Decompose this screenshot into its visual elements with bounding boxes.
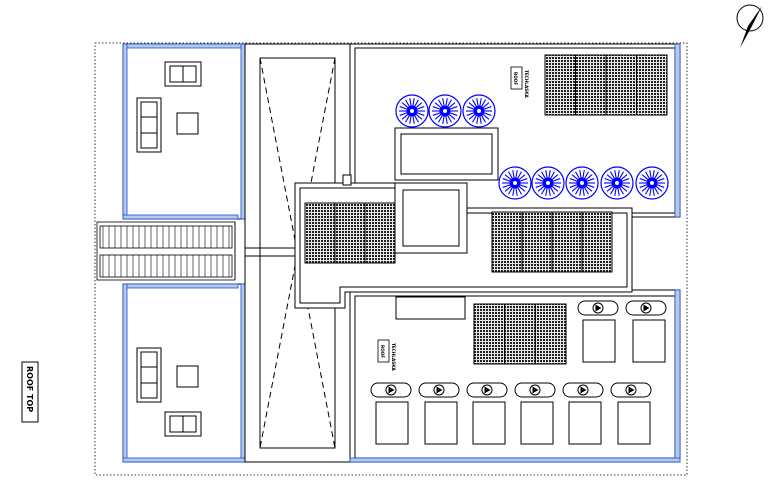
solar-panel-icon xyxy=(364,202,396,264)
exhaust-fan-group xyxy=(395,94,669,200)
sofa-icon xyxy=(164,61,202,87)
room-bottom-left xyxy=(122,283,246,463)
exhaust-fan-icon xyxy=(635,166,669,200)
solar-panel-icon xyxy=(544,54,576,116)
exhaust-fan-icon xyxy=(600,166,634,200)
table-icon xyxy=(176,112,199,135)
solar-panel-icon xyxy=(636,54,668,116)
ac-unit-group xyxy=(370,300,667,445)
sofa-icon xyxy=(136,347,162,403)
slab-label-top-line2: ROOF xyxy=(513,72,518,85)
exhaust-fan-icon xyxy=(428,94,462,128)
ac-unit-icon xyxy=(625,300,667,363)
roof-label-bottom: TECHLASKA ROOF xyxy=(377,339,396,371)
roof-label-top: TECHLASKA ROOF xyxy=(510,66,529,98)
solar-panel-icon xyxy=(504,303,536,365)
staircase xyxy=(96,221,236,281)
slab-label-bottom-line2: ROOF xyxy=(380,345,385,358)
skylight-upper xyxy=(394,127,499,181)
sheet-label: ROOF TOP xyxy=(21,361,39,423)
solar-panel-icon xyxy=(581,211,613,273)
roof-top-label: ROOF TOP xyxy=(25,366,34,412)
ac-unit-icon xyxy=(562,382,604,445)
solar-panel-icon xyxy=(491,211,523,273)
ac-unit-icon xyxy=(466,382,508,445)
solar-panel-icon xyxy=(334,202,366,264)
solar-panel-icon xyxy=(551,211,583,273)
ac-unit-icon xyxy=(418,382,460,445)
ac-unit-icon xyxy=(370,382,412,445)
sofa-icon xyxy=(136,97,162,153)
solar-panel-icon xyxy=(534,303,567,365)
room-top-left xyxy=(122,43,246,220)
solar-panel-icon xyxy=(575,54,607,116)
solar-panel-icon xyxy=(605,54,637,116)
exhaust-fan-icon xyxy=(531,166,565,200)
roof-area-bottom-right xyxy=(349,289,681,463)
skylight-lower xyxy=(394,182,468,254)
solar-panel-icon xyxy=(304,202,336,264)
ac-unit-icon xyxy=(577,300,619,363)
slab-label-bottom-line1: TECHLASKA xyxy=(391,343,396,371)
stair-treads xyxy=(102,226,230,277)
site-boundary xyxy=(94,42,688,476)
slab-label-top-line1: TECHLASKA xyxy=(524,70,529,98)
table-icon xyxy=(176,365,199,388)
exhaust-fan-icon xyxy=(565,166,599,200)
water-tank xyxy=(395,296,466,320)
sofa-icon xyxy=(164,411,202,437)
exhaust-fan-icon xyxy=(462,94,496,128)
solar-panel-group xyxy=(304,54,668,365)
exhaust-fan-icon xyxy=(395,94,429,128)
exhaust-fan-icon xyxy=(498,166,532,200)
solar-panel-icon xyxy=(473,303,506,365)
ac-unit-icon xyxy=(514,382,556,445)
north-arrow-icon xyxy=(736,4,764,48)
solar-panel-icon xyxy=(521,211,553,273)
ac-unit-icon xyxy=(610,382,652,445)
